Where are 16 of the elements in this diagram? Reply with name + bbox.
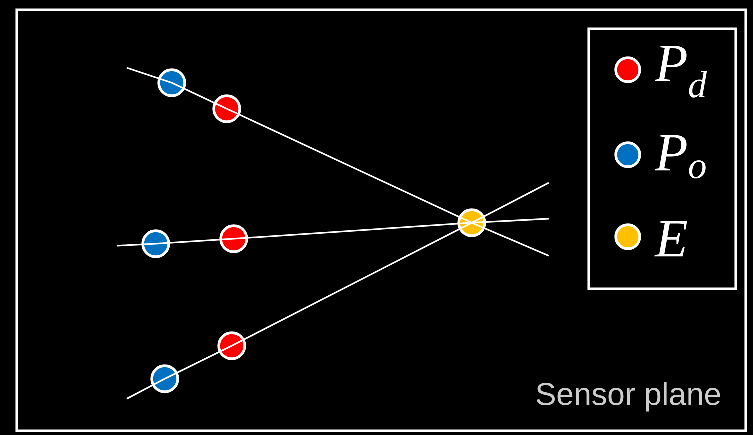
legend-label: E xyxy=(654,221,688,257)
line xyxy=(116,243,156,247)
line xyxy=(232,222,472,347)
line xyxy=(226,108,472,224)
line xyxy=(126,378,166,400)
line xyxy=(472,218,550,224)
line xyxy=(156,238,234,245)
line xyxy=(164,345,232,380)
line xyxy=(172,82,228,110)
line xyxy=(472,182,550,224)
legend-label: P$_{d}$ xyxy=(654,46,708,98)
line xyxy=(234,222,472,240)
plane-label: Sensor plane xyxy=(536,382,720,412)
legend-label: P$_{o}$ xyxy=(654,135,706,179)
line xyxy=(472,222,550,257)
line xyxy=(126,67,172,84)
